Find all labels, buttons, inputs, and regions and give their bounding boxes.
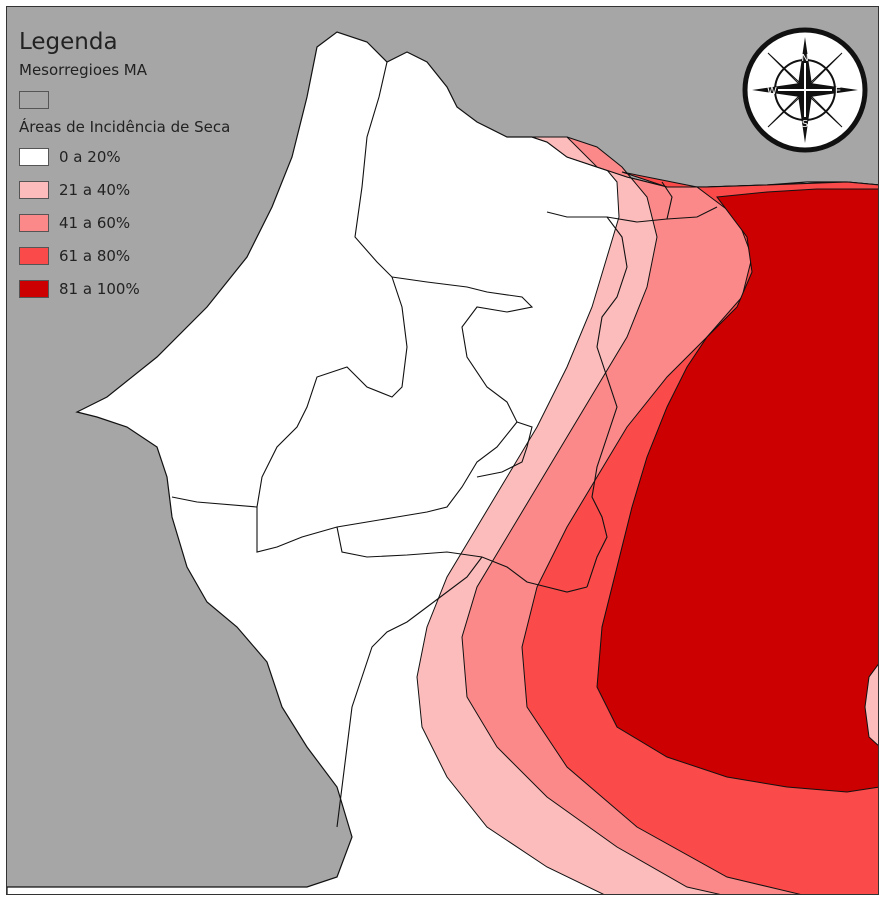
map-frame: Legenda Mesorregioes MA Áreas de Incidên… xyxy=(6,6,879,895)
legend-class-row: 21 a 40% xyxy=(19,173,230,206)
legend-class-label: 61 a 80% xyxy=(59,246,131,265)
mesoregion-boundaries xyxy=(171,61,718,828)
legend-class-row: 81 a 100% xyxy=(19,272,230,305)
compass-south-label: S xyxy=(802,119,808,130)
legend-class-label: 41 a 60% xyxy=(59,213,131,232)
map-legend: Legenda Mesorregioes MA Áreas de Incidên… xyxy=(19,29,230,305)
legend-class-label: 81 a 100% xyxy=(59,279,140,298)
compass-north-label: N xyxy=(801,53,808,64)
band-81-100 xyxy=(596,188,878,793)
compass-east-label: E xyxy=(835,86,841,97)
compass-rose-icon: N S W E xyxy=(742,27,868,153)
legend-boundary-row xyxy=(19,83,230,116)
legend-title: Legenda xyxy=(19,29,118,55)
legend-class-swatch xyxy=(19,279,49,298)
band-21-40-patch xyxy=(864,663,878,746)
legend-class-label: 0 a 20% xyxy=(59,147,121,166)
legend-class-row: 61 a 80% xyxy=(19,239,230,272)
legend-boundary-swatch xyxy=(19,90,49,109)
legend-classes: 0 a 20% 21 a 40% 41 a 60% 61 a 80% 81 a 100% xyxy=(19,140,230,305)
legend-class-row: 0 a 20% xyxy=(19,140,230,173)
legend-class-swatch xyxy=(19,213,49,232)
legend-class-swatch xyxy=(19,147,49,166)
compass-west-label: W xyxy=(767,86,777,97)
map-canvas xyxy=(7,31,878,894)
legend-class-swatch xyxy=(19,180,49,199)
legend-class-row: 41 a 60% xyxy=(19,206,230,239)
legend-class-swatch xyxy=(19,246,49,265)
legend-boundary-layer-label: Mesorregioes MA xyxy=(19,61,148,79)
legend-classes-title: Áreas de Incidência de Seca xyxy=(19,118,231,136)
legend-class-label: 21 a 40% xyxy=(59,180,131,199)
